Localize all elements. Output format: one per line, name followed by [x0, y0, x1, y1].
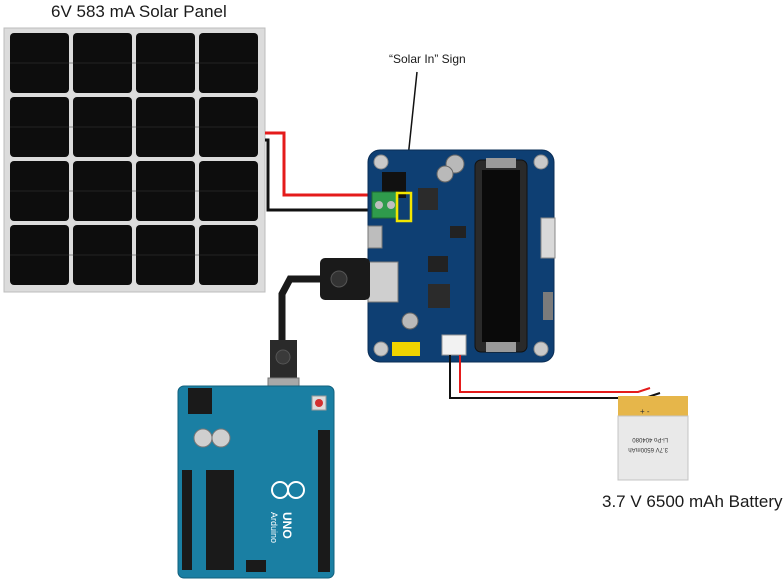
dc-power-jack [188, 388, 212, 414]
battery-print-2: Li-Po 404080 [632, 436, 668, 442]
arduino-model-text: UNO [280, 512, 294, 539]
micro-usb-port [367, 225, 383, 249]
led-indicators [540, 217, 556, 259]
battery-wire-red [459, 355, 651, 393]
arduino-uno: Arduino UNO [177, 385, 335, 579]
capacitor-1 [193, 428, 213, 448]
reset-button-cap [315, 399, 323, 407]
battery-body [617, 415, 689, 481]
lipo-battery: 3.7V 6500mAh Li-Po 404080 + - [617, 396, 689, 481]
battery-holder-top-contact [486, 158, 516, 168]
power-switch [543, 292, 553, 320]
capacitor-bottom [401, 312, 419, 330]
battery-print-1: 3.7V 6500mAh [628, 446, 668, 452]
usb-cable-wire [278, 275, 320, 340]
atmega-chip [206, 470, 234, 570]
arduino-logo-right [287, 481, 305, 499]
board-mounting-holes [373, 154, 549, 357]
solar-wire-black [265, 138, 382, 212]
solar-in-sign-label: “Solar In” Sign [389, 52, 466, 66]
icsp-header [246, 560, 266, 572]
battery-gold-strip [618, 396, 688, 418]
inductor [418, 188, 438, 210]
jst-battery-connector [441, 334, 467, 356]
solar-power-board [367, 149, 556, 363]
power-analog-header [182, 470, 192, 570]
solar-in-highlight-box [395, 191, 413, 223]
battery-label: 3.7 V 6500 mAh Battery [602, 492, 783, 511]
battery-polarity: + - [640, 407, 650, 416]
ic-chip [428, 256, 448, 272]
solar-panel [3, 27, 266, 293]
solar-panel-label: 6V 583 mA Solar Panel [51, 2, 227, 21]
inductor-2 [428, 284, 450, 308]
pin-header-yellow [392, 342, 420, 356]
solar-wires [265, 131, 382, 212]
battery-wires [449, 355, 661, 399]
battery-holder-slot [482, 170, 520, 342]
arduino-brand-text: Arduino [269, 512, 279, 543]
solar-wire-red [265, 131, 382, 197]
battery-wire-black [449, 355, 661, 399]
arduino-pcb [177, 385, 335, 579]
capacitor-top-2 [436, 165, 454, 183]
battery-holder-bottom-contact [486, 342, 516, 352]
capacitor-2 [211, 428, 231, 448]
ic-chip-2 [450, 226, 466, 238]
digital-header [318, 430, 330, 572]
usb-a-port [367, 261, 399, 303]
solar-panel-gridlines [10, 62, 258, 256]
